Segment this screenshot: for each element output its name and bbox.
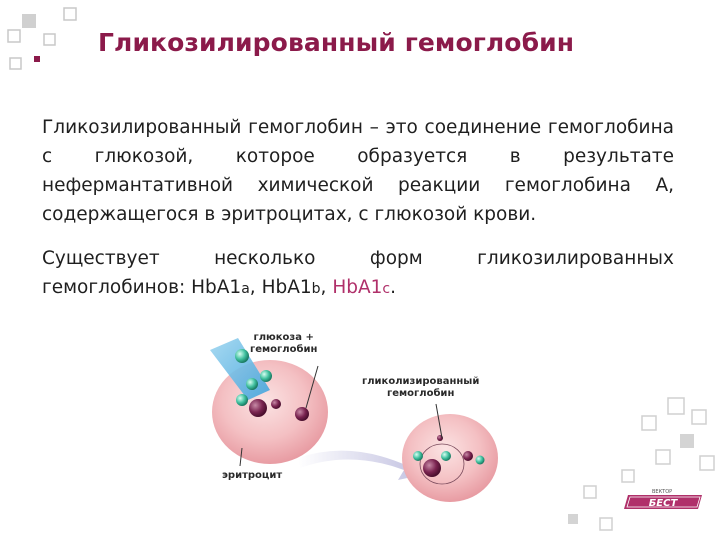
corner-decoration: [568, 397, 715, 531]
glucose-molecule: [260, 370, 272, 382]
label-erythrocyte: эритроцит: [222, 470, 283, 481]
page-title: Гликозилированный гемоглобин: [98, 28, 575, 57]
glucose-molecule: [413, 451, 423, 461]
glucose-molecule: [235, 349, 249, 363]
forms-intro: Существует несколько форм гликозилирован…: [42, 248, 674, 269]
glycation-illustration: глюкоза + гемоглобин гликолизированный г…: [200, 328, 520, 538]
form-hba1b: HbA1b: [261, 277, 321, 298]
svg-text:ВЕКТОР: ВЕКТОР: [652, 489, 672, 495]
glucose-molecule: [475, 455, 485, 465]
corner-decoration: [7, 7, 77, 70]
glucose-molecule: [441, 451, 451, 461]
forms-paragraph: Существует несколько форм гликозилирован…: [42, 244, 674, 304]
forms-prefix: гемоглобинов:: [42, 277, 192, 298]
glycation-diagram: [210, 338, 498, 502]
label-glycated-hemoglobin: гликолизированный гемоглобин: [362, 376, 480, 399]
form-hba1c: HbA1c: [332, 277, 391, 298]
glucose-molecule: [246, 378, 258, 390]
svg-text:БЕСТ: БЕСТ: [649, 498, 679, 509]
definition-paragraph: Гликозилированный гемоглобин – это соеди…: [42, 117, 674, 225]
hemoglobin-molecule: [295, 407, 309, 421]
forms-end: .: [390, 277, 396, 298]
transition-arrow: [298, 450, 426, 480]
hemoglobin-molecule: [249, 399, 267, 417]
hemoglobin-molecule: [271, 399, 281, 409]
hemoglobin-molecule: [423, 459, 441, 477]
label-glucose-hemoglobin: глюкоза + гемоглобин: [250, 332, 318, 355]
glucose-molecule: [236, 394, 248, 406]
hemoglobin-molecule: [463, 451, 473, 461]
vector-best-logo: ВЕКТОР БЕСТ: [622, 486, 708, 512]
form-hba1a: HbA1a: [191, 277, 250, 298]
